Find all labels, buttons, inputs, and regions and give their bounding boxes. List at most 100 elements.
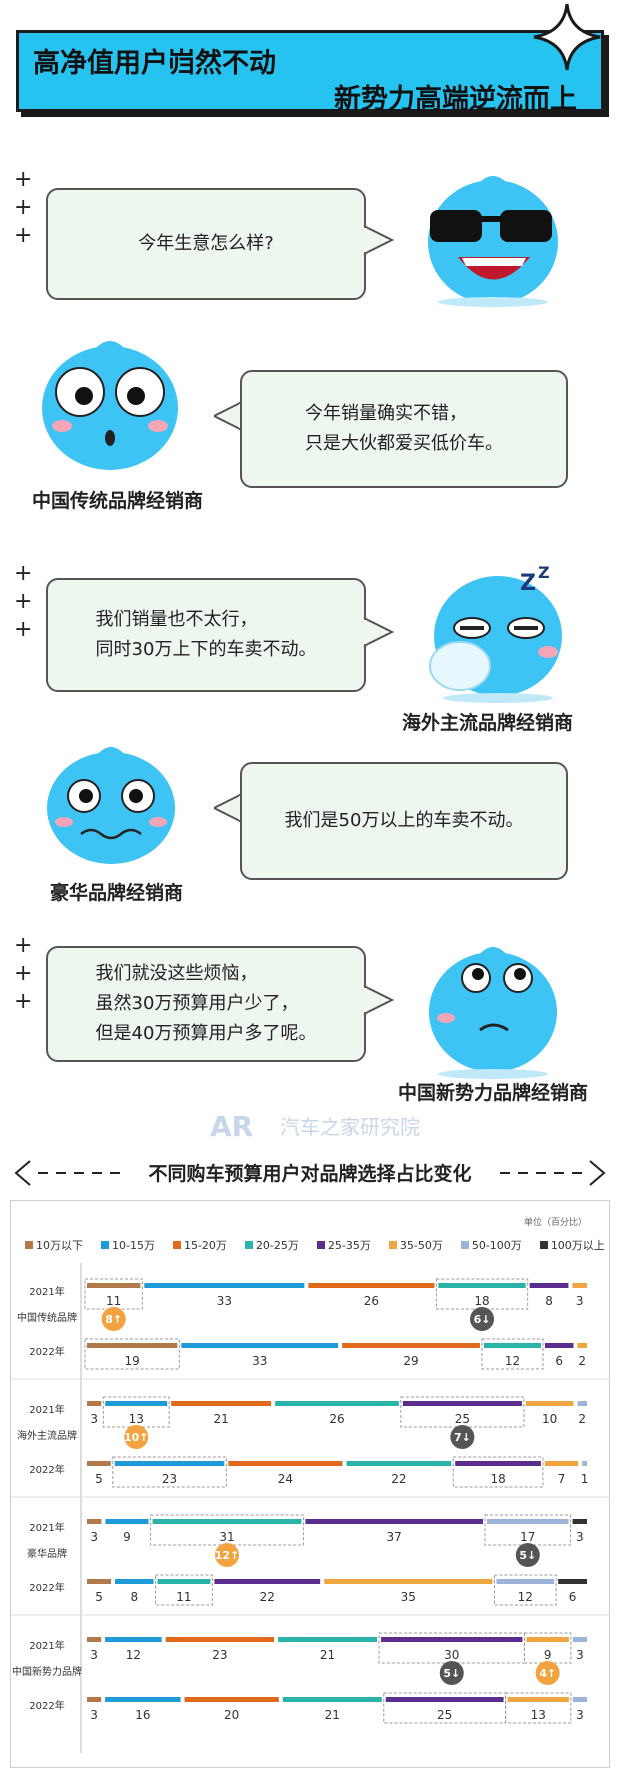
- bar-segment: [157, 1579, 211, 1584]
- bar-segment: [114, 1461, 225, 1466]
- autohome-logo-icon: AR: [210, 1110, 253, 1140]
- bar-value-label: 23: [162, 1472, 177, 1486]
- legend-item: 15-20万: [172, 1237, 227, 1253]
- bar-value-label: 29: [403, 1354, 418, 1368]
- highlight-box: [400, 1396, 525, 1428]
- bar-segment: [455, 1461, 541, 1466]
- legend-label: 10-15万: [112, 1239, 155, 1252]
- bar-segment: [105, 1697, 181, 1702]
- bar-segment: [577, 1343, 587, 1348]
- bar-segment: [181, 1343, 339, 1348]
- group-label: 中国新势力品牌: [12, 1665, 82, 1678]
- bar-value-label: 5: [95, 1590, 103, 1604]
- bar-value-label: 26: [329, 1412, 344, 1426]
- bar-value-label: 21: [325, 1708, 340, 1722]
- bar-segment: [544, 1343, 574, 1348]
- bar-value-label: 6: [555, 1354, 563, 1368]
- section-divider: 不同购车预算用户对品牌选择占比变化: [10, 1155, 610, 1191]
- svg-text:Z: Z: [538, 563, 550, 582]
- bar-segment: [87, 1401, 102, 1406]
- bar-segment: [214, 1579, 321, 1584]
- highlight-box: [481, 1338, 544, 1370]
- bar-value-label: 10: [542, 1412, 557, 1426]
- bar-segment: [402, 1401, 522, 1406]
- group-label: 海外主流品牌: [17, 1429, 77, 1442]
- bar-segment: [525, 1401, 574, 1406]
- bar-segment: [346, 1461, 452, 1466]
- bar-value-label: 16: [135, 1708, 150, 1722]
- bar-value-label: 5: [95, 1472, 103, 1486]
- bar-segment: [572, 1519, 587, 1524]
- legend-item: 10-15万: [101, 1237, 155, 1253]
- bar-value-label: 11: [176, 1590, 191, 1604]
- legend-item: 50-100万: [460, 1237, 522, 1253]
- legend-label: 50-100万: [471, 1239, 522, 1252]
- bar-segment: [385, 1697, 504, 1702]
- legend-label: 10万以下: [36, 1239, 83, 1252]
- dialogue-text: 我们是50万以上的车卖不动。: [284, 810, 524, 831]
- bar-value-label: 3: [90, 1412, 98, 1426]
- bar-segment: [572, 1283, 587, 1288]
- bar-segment: [87, 1637, 102, 1642]
- bar-value-label: 17: [520, 1530, 535, 1544]
- bar-segment: [87, 1283, 141, 1288]
- divider-arrows-icon: [14, 1160, 606, 1186]
- speech-bubble: 我们就没这些烦恼， 虽然30万预算用户少了， 但是40万预算用户多了呢。: [46, 946, 366, 1062]
- speech-bubble: 我们是50万以上的车卖不动。: [240, 762, 568, 880]
- bar-value-label: 3: [576, 1708, 584, 1722]
- header-line-1: 高净值用户岿然不动: [33, 48, 276, 79]
- bar-segment: [507, 1697, 569, 1702]
- bar-value-label: 30: [444, 1648, 459, 1662]
- bar-value-label: 2: [578, 1412, 586, 1426]
- bar-value-label: 8: [545, 1294, 553, 1308]
- bar-segment: [577, 1401, 587, 1406]
- bar-segment: [105, 1401, 168, 1406]
- dialogue-text: 我们销量也不太行， 同时30万上下的车卖不动。: [95, 609, 317, 660]
- change-badge-label: 8↑: [105, 1313, 122, 1326]
- bar-segment: [282, 1697, 382, 1702]
- bar-value-label: 1: [581, 1472, 589, 1486]
- change-badge-label: 4↑: [539, 1667, 556, 1680]
- bar-value-label: 9: [123, 1530, 131, 1544]
- bar-value-label: 26: [364, 1294, 379, 1308]
- speaker-label: 豪华品牌经销商: [50, 882, 184, 904]
- bar-value-label: 9: [544, 1648, 552, 1662]
- bar-segment: [87, 1697, 102, 1702]
- header-banner: 高净值用户岿然不动 新势力高端逆流而上: [16, 30, 604, 115]
- change-badge-label: 12↑: [215, 1549, 240, 1562]
- bar-value-label: 3: [90, 1708, 98, 1722]
- bar-value-label: 33: [252, 1354, 267, 1368]
- legend-item: 25-35万: [316, 1237, 371, 1253]
- bar-segment: [105, 1519, 149, 1524]
- speech-bubble: 我们销量也不太行， 同时30万上下的车卖不动。: [46, 578, 366, 692]
- bar-value-label: 31: [219, 1530, 234, 1544]
- legend-item: 100万以上: [539, 1237, 605, 1253]
- legend-swatch: [388, 1241, 397, 1249]
- bubble-tail-right: [364, 226, 394, 256]
- chart-unit: 单位（百分比）: [523, 1218, 587, 1228]
- bar-value-label: 11: [106, 1294, 121, 1308]
- change-badge-label: 5↓: [519, 1549, 536, 1562]
- year-label: 2022年: [29, 1581, 64, 1594]
- bar-value-label: 25: [437, 1708, 452, 1722]
- year-label: 2021年: [29, 1639, 64, 1652]
- year-label: 2021年: [29, 1521, 64, 1534]
- highlight-box: [112, 1456, 227, 1488]
- group-label: 中国传统品牌: [17, 1311, 77, 1324]
- legend-item: 35-50万: [388, 1237, 443, 1253]
- legend-label: 15-20万: [183, 1239, 227, 1252]
- bar-segment: [487, 1519, 569, 1524]
- year-label: 2021年: [29, 1285, 64, 1298]
- change-badge-label: 10↑: [124, 1431, 149, 1444]
- mascot-confused-icon: [429, 947, 557, 1079]
- bar-value-label: 12: [126, 1648, 141, 1662]
- legend-swatch: [172, 1241, 181, 1249]
- highlight-box: [493, 1574, 557, 1606]
- bar-value-label: 20: [224, 1708, 239, 1722]
- legend-swatch: [244, 1241, 253, 1249]
- year-label: 2021年: [29, 1403, 64, 1416]
- legend-label: 100万以上: [550, 1239, 605, 1252]
- bar-value-label: 23: [212, 1648, 227, 1662]
